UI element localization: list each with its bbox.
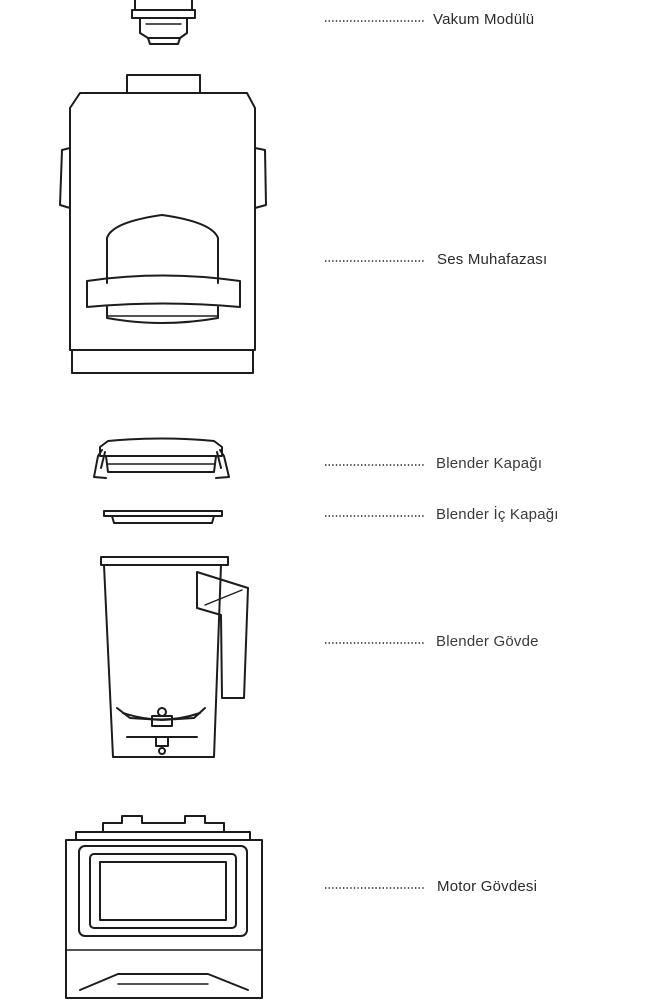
vacuum-module-illustration [131,0,196,45]
blender-jar-illustration [100,556,249,758]
blender-inner-lid-illustration [103,510,223,524]
label-vacuum-module: Vakum Modülü [433,11,535,28]
label-blender-lid: Blender Kapağı [436,455,543,472]
label-sound-enclosure: Ses Muhafazası [437,251,548,268]
blender-lid-illustration [93,437,230,479]
label-motor-base: Motor Gövdesi [437,878,538,895]
label-blender-jar: Blender Gövde [436,633,539,650]
sound-enclosure-illustration [59,74,267,374]
label-blender-inner-lid: Blender İç Kapağı [436,506,559,523]
motor-base-illustration [65,815,263,999]
